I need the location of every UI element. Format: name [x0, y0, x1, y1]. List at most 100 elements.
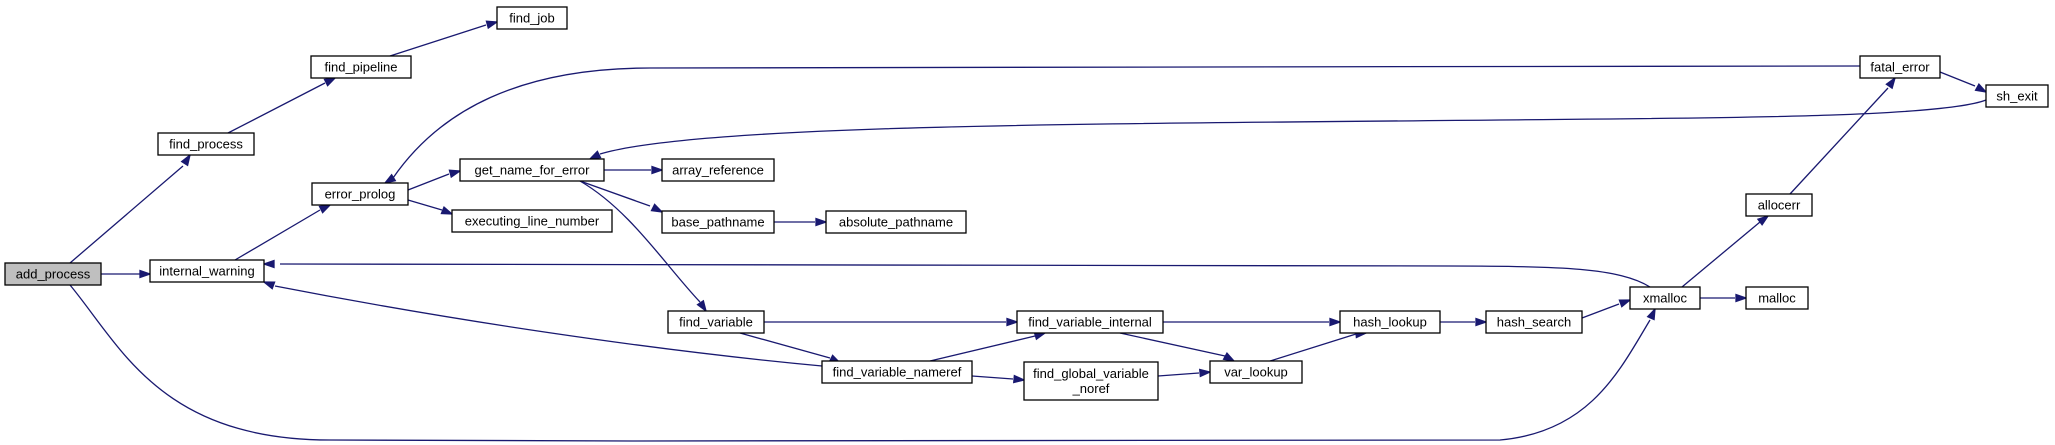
node-label: sh_exit — [1996, 89, 2038, 104]
node-executing-line-number[interactable]: executing_line_number — [451, 209, 613, 233]
edge-find_variable_nameref-to-find_global_variable_noref — [971, 374, 1026, 384]
edge-line — [971, 375, 1014, 380]
edge-line — [69, 165, 184, 264]
node-find-pipeline[interactable]: find_pipeline — [310, 55, 412, 79]
node-box — [1745, 193, 1813, 217]
node-get-name-for-error[interactable]: get_name_for_error — [459, 158, 605, 182]
edge-allocerr-to-fatal_error — [1789, 76, 1897, 195]
node-box — [451, 209, 613, 233]
edge-get_name_for_error-to-base_pathname — [579, 180, 664, 213]
edge-line — [389, 24, 487, 57]
node-box — [1209, 360, 1303, 384]
node-label: get_name_for_error — [475, 163, 591, 178]
node-label: fatal_error — [1870, 60, 1930, 75]
edge-line — [234, 209, 321, 261]
arrowhead-icon — [485, 20, 499, 30]
node-label: allocerr — [1758, 198, 1801, 213]
node-box — [4, 262, 102, 286]
arrowhead-icon — [696, 299, 708, 313]
arrowhead-icon — [262, 259, 275, 269]
node-hash-search[interactable]: hash_search — [1485, 310, 1583, 334]
edge-line — [1269, 333, 1357, 362]
node-label: find_pipeline — [324, 60, 397, 75]
node-find-variable-nameref[interactable]: find_variable_nameref — [821, 360, 973, 384]
node-label: var_lookup — [1224, 365, 1288, 380]
arrowhead-icon — [1756, 214, 1770, 226]
edge-line — [279, 263, 1651, 288]
edge-line — [274, 285, 823, 367]
node-label: error_prolog — [325, 187, 396, 202]
edge-base_pathname-to-absolute_pathname — [774, 217, 828, 227]
node-allocerr[interactable]: allocerr — [1745, 193, 1813, 217]
node-box — [1485, 310, 1583, 334]
call-graph-edges — [69, 20, 1988, 443]
node-var-lookup[interactable]: var_lookup — [1209, 360, 1303, 384]
edge-xmalloc-to-allocerr — [1681, 214, 1770, 288]
edge-find_process-to-find_pipeline — [227, 77, 337, 134]
node-label: internal_warning — [159, 264, 254, 279]
call-graph-nodes: add_processfind_processfind_pipelinefind… — [4, 6, 2049, 401]
edge-line — [392, 65, 1861, 179]
node-label: base_pathname — [671, 215, 764, 230]
node-box — [149, 259, 265, 283]
edge-find_variable_internal-to-var_lookup — [1119, 332, 1236, 362]
edge-sh_exit-to-get_name_for_error — [588, 99, 1987, 160]
node-error-prolog[interactable]: error_prolog — [311, 182, 409, 206]
node-box — [661, 158, 775, 182]
edge-find_variable_nameref-to-find_variable_internal — [929, 331, 1047, 362]
node-box — [1629, 286, 1701, 310]
node-label: hash_search — [1497, 315, 1571, 330]
node-fatal-error[interactable]: fatal_error — [1859, 55, 1941, 79]
node-xmalloc[interactable]: xmalloc — [1629, 286, 1701, 310]
node-find-variable-internal[interactable]: find_variable_internal — [1016, 310, 1164, 334]
edge-internal_warning-to-error_prolog — [234, 204, 332, 261]
node-hash-lookup[interactable]: hash_lookup — [1339, 310, 1441, 334]
node-find-process[interactable]: find_process — [157, 132, 255, 156]
node-absolute-pathname[interactable]: absolute_pathname — [825, 210, 967, 234]
node-label: executing_line_number — [465, 214, 600, 229]
edge-line — [1581, 303, 1620, 319]
edge-line — [579, 180, 651, 207]
edge-line — [929, 335, 1036, 362]
arrowhead-icon — [1222, 351, 1236, 362]
node-box — [1985, 84, 2049, 108]
edge-add_process-to-internal_warning — [101, 269, 152, 279]
arrowhead-icon — [815, 217, 828, 227]
edge-hash_lookup-to-hash_search — [1440, 317, 1488, 327]
node-internal-warning[interactable]: internal_warning — [149, 259, 265, 283]
node-find-job[interactable]: find_job — [496, 6, 568, 30]
node-label: find_variable_internal — [1028, 315, 1152, 330]
node-label: _noref — [1072, 381, 1110, 396]
arrowhead-icon — [318, 204, 332, 214]
node-box — [667, 310, 765, 334]
edge-line — [579, 180, 701, 303]
node-box — [661, 210, 775, 234]
node-box — [1745, 286, 1809, 310]
node-array-reference[interactable]: array_reference — [661, 158, 775, 182]
edge-line — [407, 199, 443, 211]
node-find-global-variable-noref[interactable]: find_global_variable_noref — [1023, 361, 1159, 401]
node-box — [459, 158, 605, 182]
arrowhead-icon — [180, 153, 192, 167]
arrowhead-icon — [651, 165, 664, 175]
edge-find_pipeline-to-find_job — [389, 20, 499, 57]
node-box — [1016, 310, 1164, 334]
arrowhead-icon — [448, 169, 462, 179]
node-label: find_global_variable — [1033, 366, 1149, 381]
node-label: hash_lookup — [1353, 315, 1427, 330]
arrowhead-icon — [588, 150, 602, 160]
node-box — [825, 210, 967, 234]
node-sh-exit[interactable]: sh_exit — [1985, 84, 2049, 108]
node-box — [496, 6, 568, 30]
edge-get_name_for_error-to-array_reference — [604, 165, 664, 175]
edge-find_variable_nameref-to-internal_warning — [262, 281, 823, 367]
arrowhead-icon — [1885, 76, 1897, 90]
node-malloc[interactable]: malloc — [1745, 286, 1809, 310]
node-find-variable[interactable]: find_variable — [667, 310, 765, 334]
node-base-pathname[interactable]: base_pathname — [661, 210, 775, 234]
node-box — [1859, 55, 1941, 79]
node-label: find_variable — [679, 315, 753, 330]
arrowhead-icon — [383, 173, 397, 185]
node-box — [311, 182, 409, 206]
node-label: array_reference — [672, 163, 764, 178]
